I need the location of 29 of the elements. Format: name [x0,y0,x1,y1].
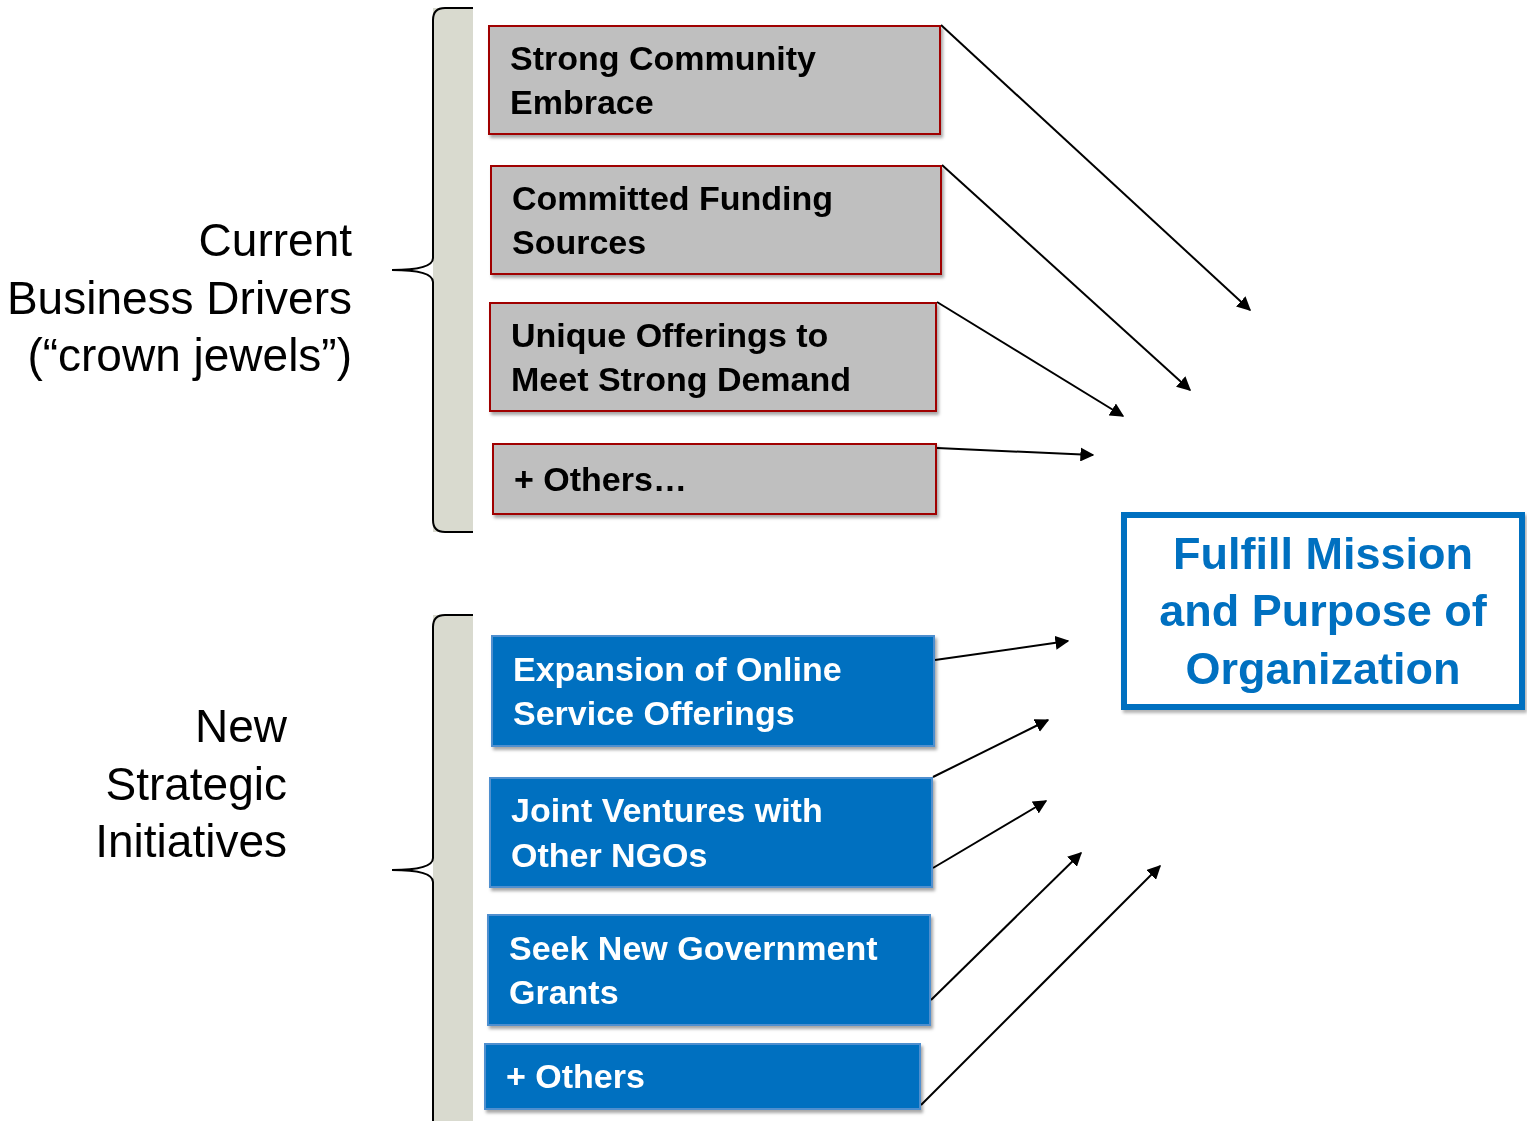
group-label: Current Business Drivers (“crown jewels”) [5,213,352,383]
arrow [936,301,1125,417]
box-text: Unique Offerings to Meet Strong Demand [511,314,853,400]
arrow [920,865,1161,1106]
driver-box [490,165,942,275]
group-label: New Strategic Initiatives [94,699,287,869]
initiative-box [489,777,933,888]
box-text: Joint Ventures with Other NGOs [511,790,824,876]
initiative-box [491,635,935,747]
arrow [936,447,1095,462]
initiative-box [487,914,931,1026]
arrow [930,852,1082,1001]
arrow [941,164,1192,391]
arrow [932,800,1048,869]
arrow [940,24,1252,311]
driver-box [489,302,937,412]
box-text: Expansion of Online Service Offerings [513,648,843,734]
initiative-box [484,1043,921,1110]
box-text: Committed Funding Sources [512,177,835,263]
box-text: + Others… [514,458,687,500]
driver-box [492,443,937,515]
driver-box [488,25,941,135]
box-text: + Others [506,1056,645,1098]
arrow [932,719,1050,778]
goal-box [1121,512,1525,710]
arrow [934,635,1070,661]
box-text: Seek New Government Grants [509,927,879,1013]
box-text: Strong Community Embrace [510,37,817,123]
box-text: Fulfill Mission and Purpose of Organization [1158,526,1488,696]
